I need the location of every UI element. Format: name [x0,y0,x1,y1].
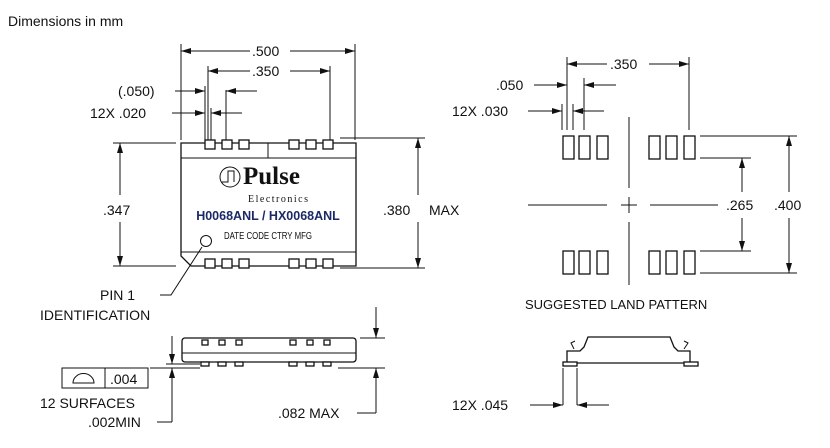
land-dim-outer: .400 [774,197,801,213]
pin1-dot [200,235,212,247]
marking-text: DATE CODE CTRY MFG [224,231,312,242]
dim-pitch: (.050) [118,83,155,99]
dim-lead-width: 12X .020 [90,105,146,121]
top-pins [204,139,334,150]
side-profile [566,336,691,364]
side-view: .004 12 SURFACES .002MIN .082 MAX [40,307,385,430]
land-pads [562,135,696,275]
bottom-pins [204,258,334,269]
dim-pitch-span: .350 [252,63,279,79]
dim-overall-height-suffix: MAX [429,202,460,218]
land-dim-inner: .265 [726,197,753,213]
land-pattern-caption: SUGGESTED LAND PATTERN [525,297,707,312]
pulse-logo: Pulse Electronics [219,163,309,205]
land-pattern: .350 .050 12X .030 .265 .400 SUGGESTED L… [452,56,801,413]
top-view: .500 .350 (.050) 12X .020 Pulse Electron… [40,43,460,323]
brand-sub: Electronics [248,194,309,205]
part-number: H0068ANL / HX0068ANL [196,209,340,223]
max-height-dim: .082 MAX [278,405,340,421]
land-dim-pitch: .050 [496,77,523,93]
coplanarity-value: .004 [110,371,137,387]
dim-width: .500 [252,43,279,59]
pin1-label: PIN 1 [100,287,135,303]
land-dim-span: .350 [610,56,637,72]
drawing-title: Dimensions in mm [8,13,123,29]
dim-overall-height: .380 [383,202,410,218]
profile-surface-icon [72,373,95,384]
land-dim-pad-width: 12X .030 [452,103,508,119]
dim-body-height: .347 [103,202,130,218]
brand-name: Pulse [243,163,300,190]
foot-dim: 12X .045 [452,397,508,413]
pin1-label-2: IDENTIFICATION [40,307,150,323]
standoff-dim: .002MIN [88,414,141,430]
surfaces-label: 12 SURFACES [40,395,135,411]
